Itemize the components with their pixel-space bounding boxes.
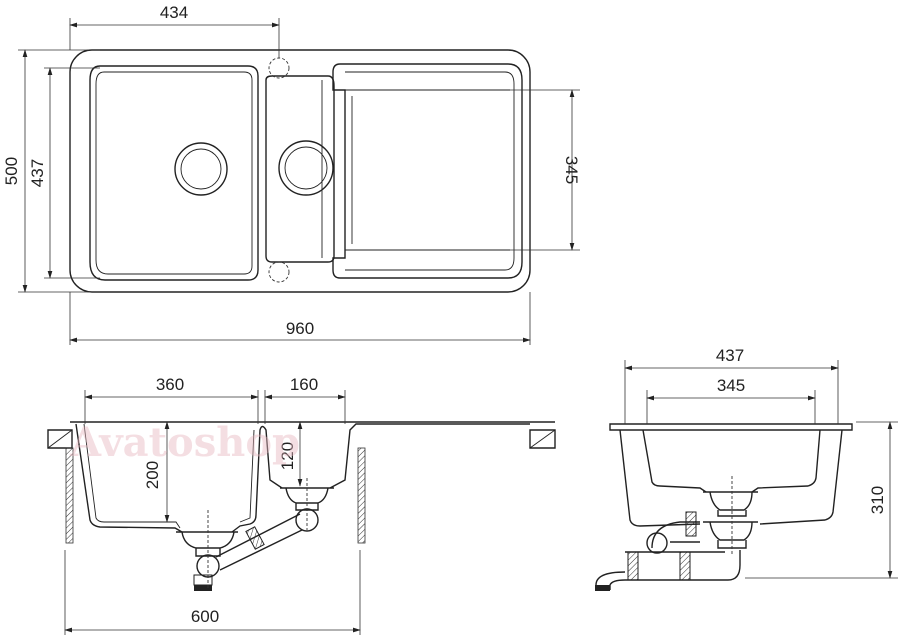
main-drain [174,142,228,196]
dim-160: 160 [290,375,318,394]
tap-hole [268,57,290,79]
cabinet-wall [357,447,366,544]
dim-434: 434 [160,3,188,22]
dim-960: 960 [286,319,314,338]
dim-310: 310 [868,486,887,514]
dim-345: 345 [562,156,581,184]
dim-437-side: 437 [716,346,744,365]
siphon [651,521,700,549]
main-bowl [89,65,259,281]
small-drain [278,140,334,196]
main-strainer [176,531,238,557]
dim-437: 437 [28,159,47,187]
sink-rim [609,423,853,431]
sink-outline [69,49,531,293]
dim-345-side: 345 [717,376,745,395]
side-view: 437 345 310 [595,346,898,591]
cabinet-wall [65,447,74,544]
dim-120: 120 [278,442,297,470]
dim-600: 600 [191,607,219,626]
dim-360: 360 [156,375,184,394]
front-view: 360 160 200 120 600 Avatoshop [47,375,556,635]
dim-200: 200 [143,461,162,489]
drainer [332,63,523,279]
tap-hole [268,261,290,283]
watermark: Avatoshop [69,419,300,466]
small-bowl [265,75,335,263]
top-view: 434 960 500 437 345 [2,3,581,345]
dim-500: 500 [2,157,21,185]
strainer [703,491,758,517]
